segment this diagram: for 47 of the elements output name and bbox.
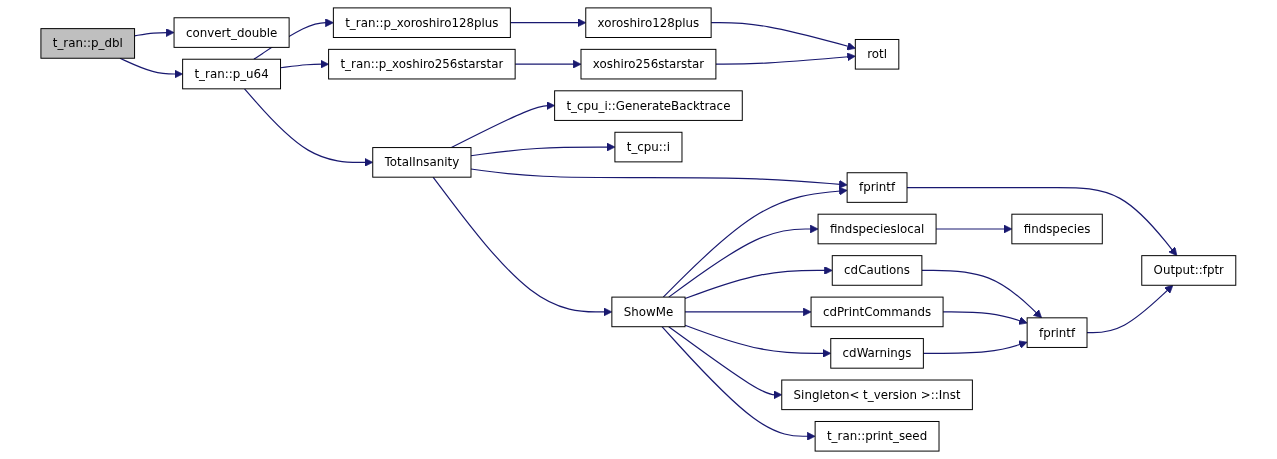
arrow — [668, 224, 819, 298]
node-box: t_cpu_i::GenerateBacktrace — [554, 90, 743, 121]
node-box: Output::fptr — [1141, 255, 1237, 286]
node-box: TotalInsanity — [372, 147, 472, 178]
node-box: cdCautions — [831, 255, 923, 286]
node-box: t_cpu::i — [614, 131, 683, 163]
arrow — [470, 168, 848, 189]
arrow — [935, 224, 1013, 234]
arrow — [710, 22, 856, 51]
arrow — [662, 186, 848, 298]
node-box: ShowMe — [611, 296, 686, 328]
node-box: rotl — [854, 39, 900, 70]
arrow — [134, 28, 175, 37]
arrow — [514, 59, 582, 69]
arrow — [661, 326, 816, 441]
arrow — [119, 57, 184, 79]
arrow — [509, 18, 587, 28]
node-box: xoroshiro128plus — [585, 7, 712, 38]
arrow — [684, 307, 812, 317]
node-box: t_ran::print_seed — [814, 421, 940, 452]
node-box: Singleton< t_version >::Inst — [781, 379, 973, 411]
node-box: t_ran::p_u64 — [182, 58, 282, 90]
node-box: xoshiro256starstar — [580, 48, 717, 80]
arrow — [684, 324, 832, 358]
node-box: convert_double — [173, 17, 290, 48]
arrow — [906, 186, 1178, 257]
node-box: t_ran::p_xoroshiro128plus — [333, 7, 511, 38]
arrow — [450, 101, 556, 149]
node-box: findspecieslocal — [817, 213, 937, 245]
arrow — [1086, 284, 1174, 334]
arrow — [668, 326, 783, 400]
arrow — [715, 52, 856, 65]
arrow — [922, 340, 1028, 354]
node-box: findspecies — [1011, 213, 1103, 245]
node-box: fprintf — [1026, 317, 1088, 348]
arrow — [432, 176, 613, 317]
arrow — [470, 142, 616, 157]
node-box: fprintf — [846, 172, 908, 203]
node-box: cdWarnings — [830, 338, 924, 369]
node-box: t_ran::p_xoshiro256starstar — [328, 48, 516, 80]
arrow — [942, 311, 1028, 325]
node-box: t_ran::p_dbl — [40, 28, 136, 59]
arrow — [280, 59, 330, 69]
node-box: cdPrintCommands — [810, 296, 944, 328]
arrow — [921, 269, 1043, 319]
arrow — [684, 266, 833, 300]
arrow — [244, 88, 374, 167]
